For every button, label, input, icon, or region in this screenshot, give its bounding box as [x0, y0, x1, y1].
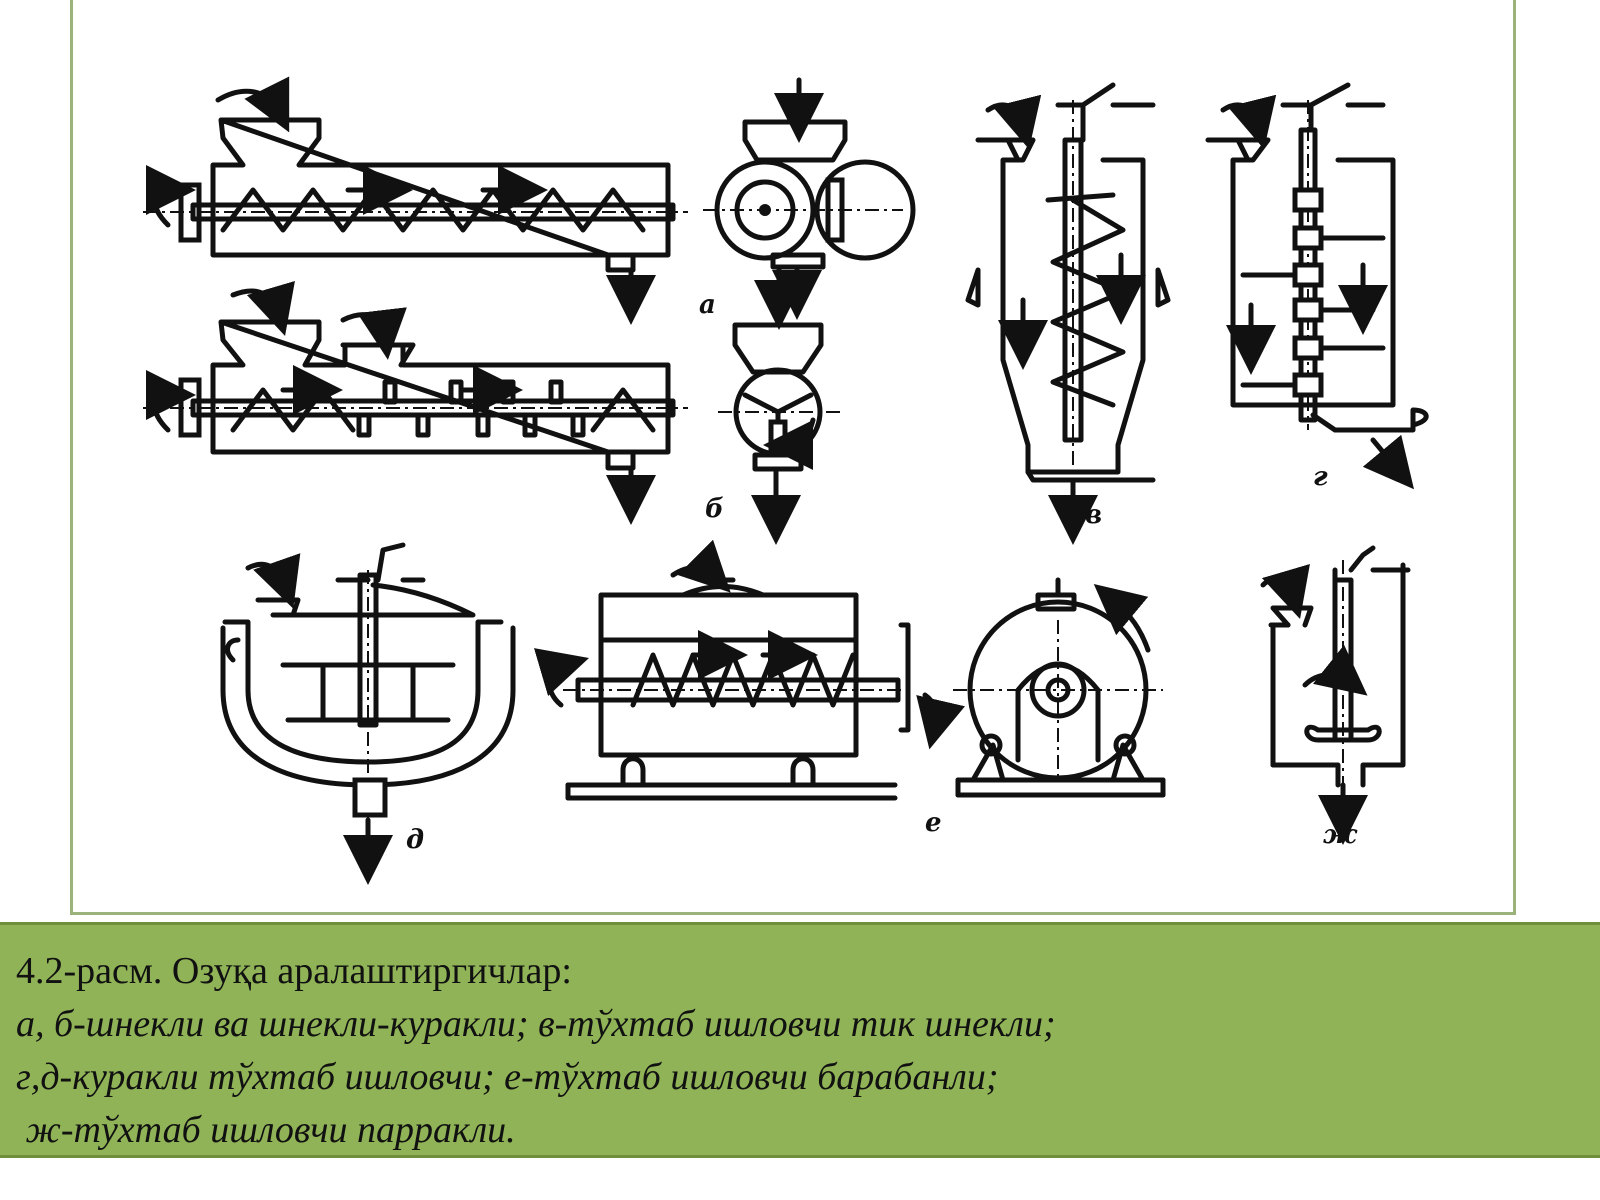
- panel-label-zh: ж: [1323, 820, 1358, 850]
- panel-a-screw-mixer: [143, 76, 688, 325]
- panel-e-side-view: [953, 577, 1166, 798]
- panel-label-g: г: [1313, 462, 1328, 492]
- panel-label-d: д: [406, 825, 424, 855]
- caption-line: г,д-куракли тўхтаб ишловчи; е-тўхтаб ишл…: [16, 1056, 999, 1098]
- panel-b-screw-paddle-mixer: [143, 280, 688, 525]
- panel-a-cross-section: [703, 77, 916, 330]
- panel-d-kettle-mixer: [220, 542, 516, 885]
- panel-label-a: а: [699, 290, 716, 320]
- panel-v-vertical-screw-mixer: [965, 82, 1171, 545]
- caption-line: а, б-шнекли ва шнекли-куракли; в-тўхтаб …: [16, 1003, 1056, 1045]
- panel-g-paddle-mixer: [1205, 82, 1429, 490]
- panel-label-v: в: [1085, 500, 1102, 530]
- caption-title: 4.2-расм. Озуқа аралаштиргичлар:: [16, 950, 572, 992]
- caption-line: ж-тўхтаб ишловчи парракли.: [16, 1109, 516, 1151]
- figure-caption: 4.2-расм. Озуқа аралаштиргичлар: а, б-шн…: [0, 922, 1600, 1158]
- panel-label-b: б: [705, 494, 724, 524]
- mixer-diagram: а б в г д е ж: [73, 0, 1519, 915]
- figure-frame: а б в г д е ж: [70, 0, 1516, 915]
- panel-label-e: е: [925, 808, 942, 838]
- panel-b-cross-section: [718, 322, 843, 545]
- panel-e-drum-mixer: [533, 539, 965, 801]
- panel-zh-propeller-mixer: [1260, 545, 1411, 845]
